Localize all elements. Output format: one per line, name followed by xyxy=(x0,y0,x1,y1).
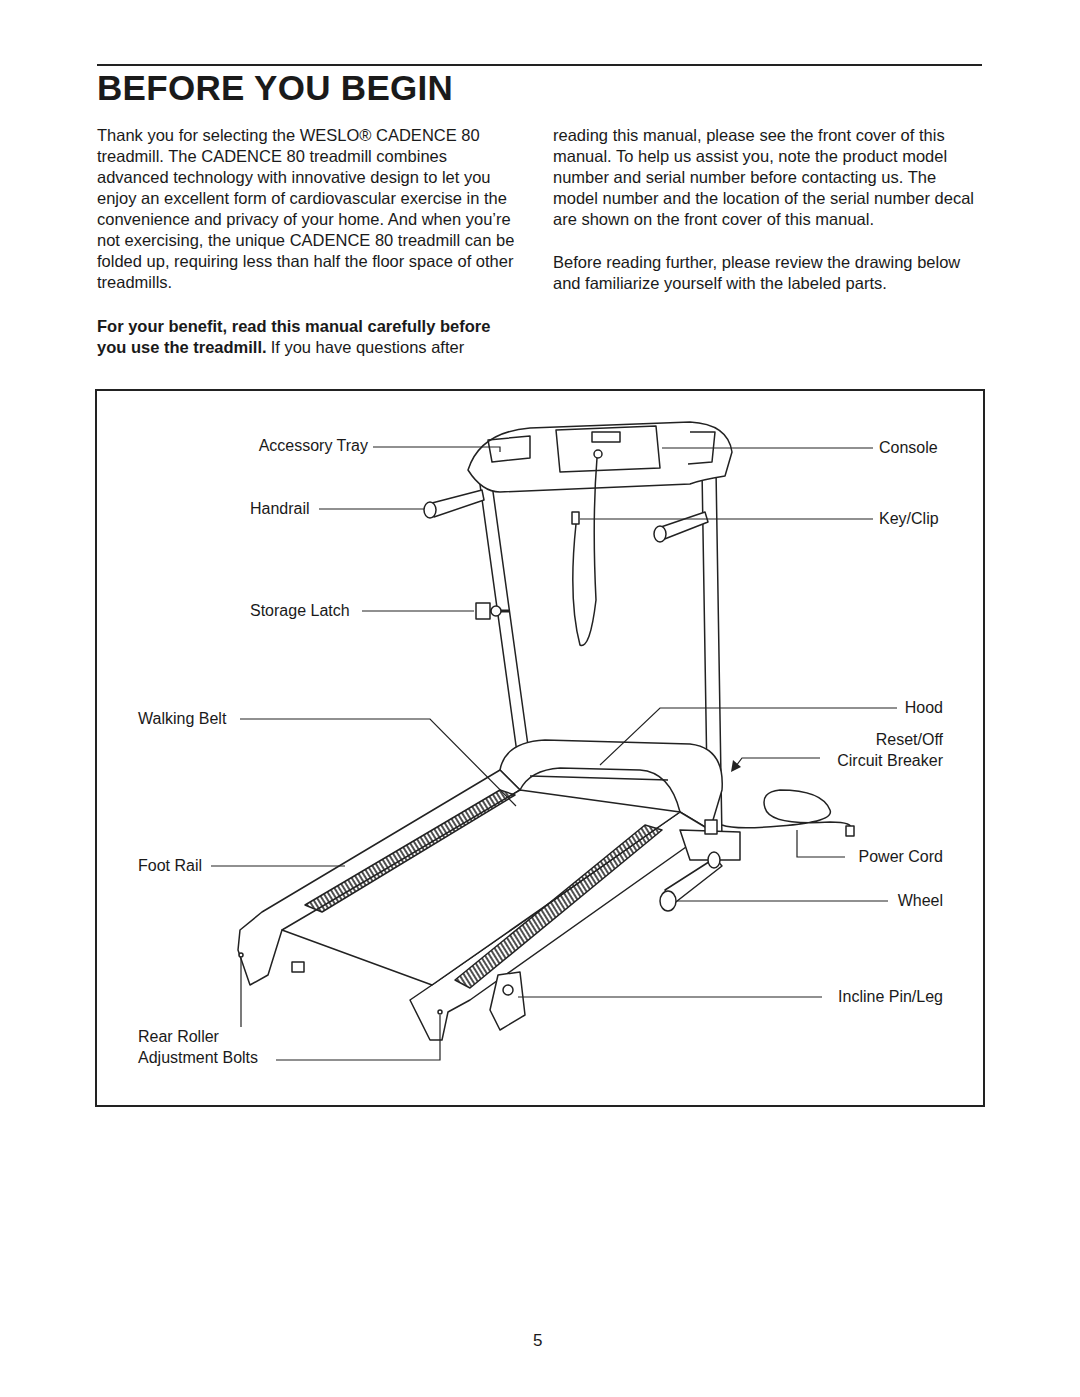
part-label: Reset/Off Circuit Breaker xyxy=(830,730,944,771)
intro-paragraph: Thank you for selecting the WESLO® CADEN… xyxy=(97,125,517,293)
part-label: Rear Roller Adjustment Bolts xyxy=(137,1027,274,1068)
part-label: Walking Belt xyxy=(137,709,227,730)
part-label: Key/Clip xyxy=(878,509,940,530)
intro-paragraph: reading this manual, please see the fron… xyxy=(553,125,983,230)
part-label: Accessory Tray xyxy=(258,436,369,457)
body-text: If you have questions after xyxy=(271,338,465,356)
page-title: BEFORE YOU BEGIN xyxy=(97,68,453,108)
intro-paragraph: Before reading further, please review th… xyxy=(553,252,983,294)
part-label: Foot Rail xyxy=(137,856,203,877)
part-label: Incline Pin/Leg xyxy=(837,987,944,1008)
part-label: Wheel xyxy=(897,891,944,912)
part-label: Console xyxy=(878,438,939,459)
part-label: Power Cord xyxy=(858,847,944,868)
part-label: Storage Latch xyxy=(249,601,351,622)
part-label: Hood xyxy=(904,698,944,719)
page-number: 5 xyxy=(533,1330,542,1351)
intro-paragraph: For your benefit, read this manual caref… xyxy=(97,316,517,358)
part-label: Handrail xyxy=(249,499,311,520)
